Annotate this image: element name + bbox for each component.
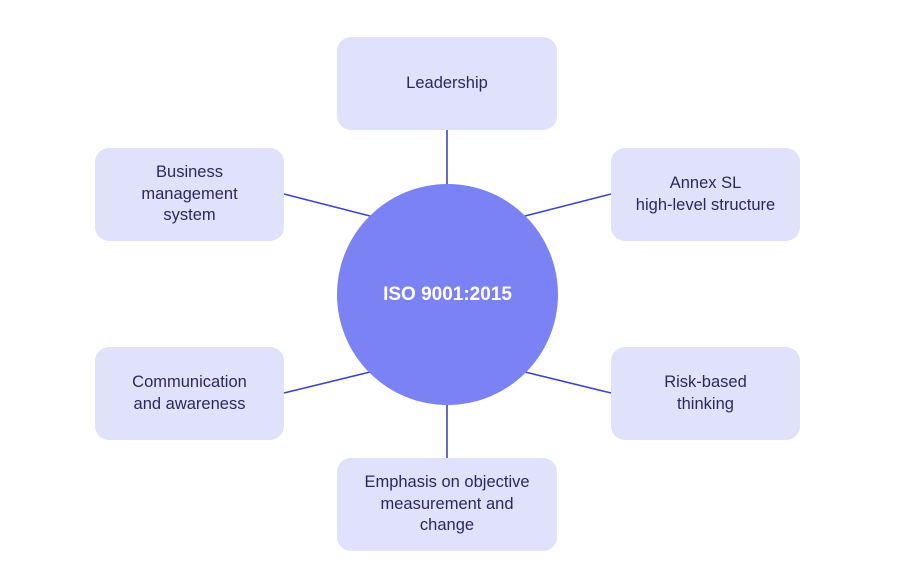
connector-communication-awareness [283, 371, 371, 394]
node-annex-sl: Annex SL high-level structure [611, 148, 800, 241]
node-risk-based-thinking: Risk-based thinking [611, 347, 800, 440]
connector-business-management-system [283, 193, 371, 217]
node-communication-awareness: Communication and awareness [95, 347, 284, 440]
center-hub-label: ISO 9001:2015 [383, 283, 512, 305]
connector-annex-sl [524, 193, 612, 217]
node-leadership: Leadership [337, 37, 557, 130]
center-hub-iso-9001: ISO 9001:2015 [337, 184, 558, 405]
node-business-management-system: Business management system [95, 148, 284, 241]
node-objective-measurement: Emphasis on objective measurement and ch… [337, 458, 557, 551]
connector-risk-based-thinking [524, 371, 612, 394]
